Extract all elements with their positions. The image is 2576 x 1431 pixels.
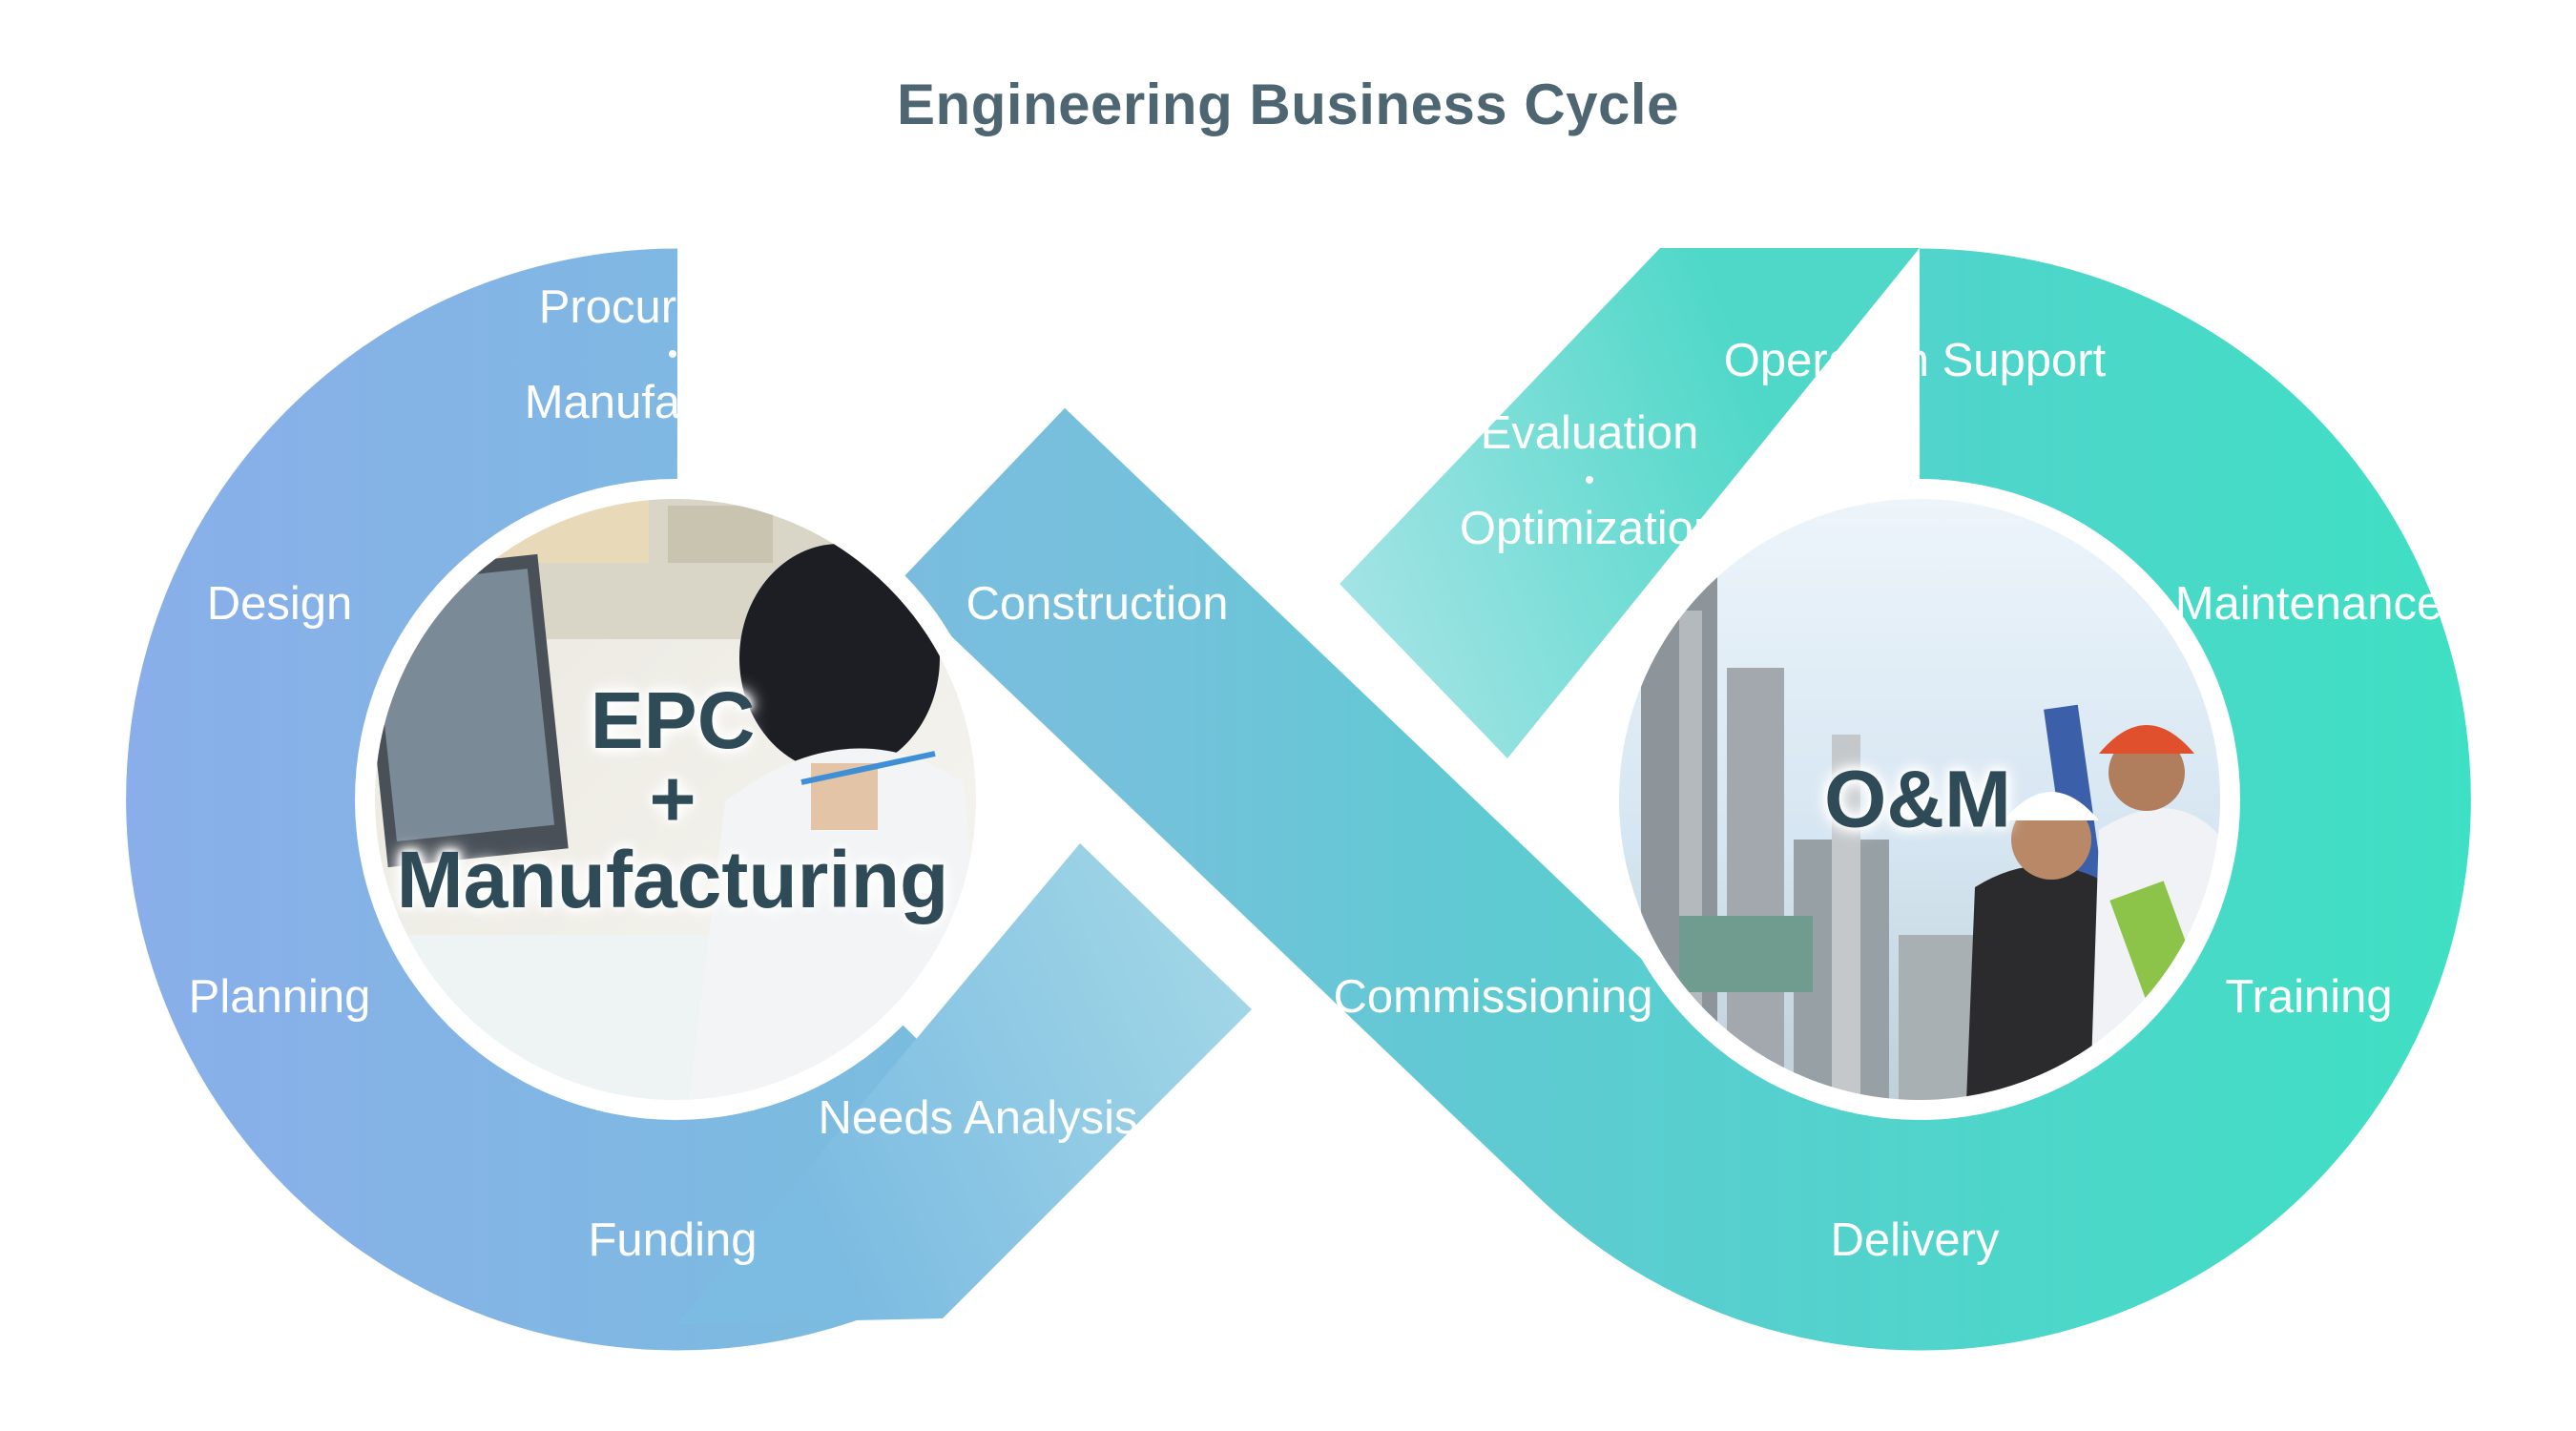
epc-manufacturing-hub-label: EPC + Manufacturing <box>397 679 949 923</box>
stage-training: Training <box>2225 971 2393 1023</box>
cycle-band <box>126 248 2471 1351</box>
stage-planning: Planning <box>188 971 371 1023</box>
stage-optimization: Optimization <box>1459 503 1720 554</box>
hub-manufacturing-text: Manufacturing <box>396 835 949 924</box>
hub-epc-text: EPC <box>590 675 756 765</box>
stage-manufacturing: Manufacturing <box>524 377 821 428</box>
stage-procurement: Procurement <box>538 281 807 333</box>
stage-evaluation-optimization: Evaluation • Optimization <box>1460 406 1719 555</box>
stage-procurement-manufacturing: Procurement • Manufacturing <box>525 280 821 429</box>
hub-plus-text: + <box>649 754 696 843</box>
stage-needs-analysis: Needs Analysis <box>818 1092 1138 1144</box>
stage-evaluation: Evaluation <box>1480 407 1699 459</box>
diagram-title: Engineering Business Cycle <box>897 73 1679 136</box>
om-hub-label: O&M <box>1824 754 2011 844</box>
stage-operation-support: Operation Support <box>1723 335 2107 386</box>
stage-design: Design <box>206 578 353 630</box>
stage-commissioning: Commissioning <box>1333 971 1653 1023</box>
stage-separator: • <box>1584 465 1595 496</box>
plant-engineers-photo <box>1599 479 2240 1120</box>
stage-separator: • <box>667 339 678 370</box>
stage-construction: Construction <box>966 578 1229 630</box>
stage-funding: Funding <box>588 1214 758 1266</box>
stage-maintenance: Maintenance <box>2174 578 2443 630</box>
stage-delivery: Delivery <box>1830 1214 2000 1266</box>
